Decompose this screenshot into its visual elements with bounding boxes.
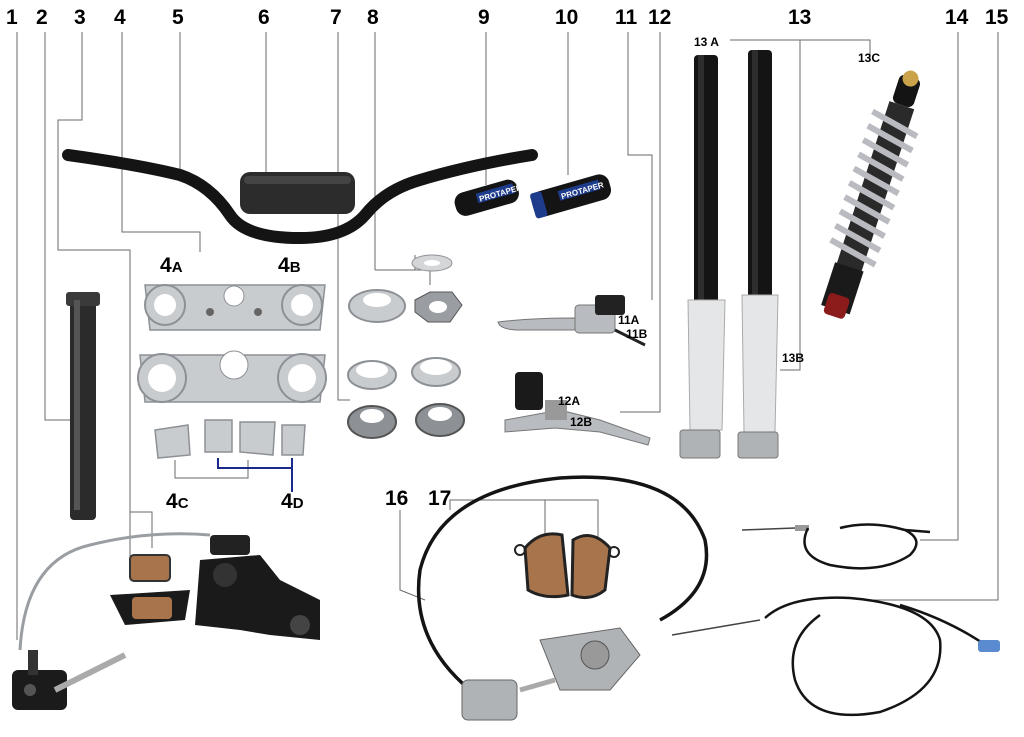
part-8-steering-nuts <box>348 254 463 323</box>
callout-10: 10 <box>555 6 578 29</box>
leader-lines-blue <box>217 458 293 492</box>
callout-14: 14 <box>945 6 969 29</box>
part-3-rear-caliper <box>195 535 320 640</box>
part-4b-bottom-triple-clamp <box>137 350 327 403</box>
part-17-front-brake-pads <box>514 532 620 600</box>
part-4a-top-triple-clamp <box>144 284 326 331</box>
callout-8: 8 <box>367 6 379 29</box>
part-13c-rear-shock <box>821 70 921 319</box>
callout-16: 16 <box>385 487 408 510</box>
part-4c-4d-clamp-caps <box>154 419 306 459</box>
callout-6: 6 <box>258 6 270 29</box>
callout-1: 1 <box>6 6 18 29</box>
label-4b: 4B <box>278 254 301 277</box>
part-1-rear-master-cylinder <box>12 532 211 710</box>
label-13b: 13B <box>782 351 804 365</box>
part-3-brake-pads <box>110 554 190 625</box>
label-11b: 11B <box>626 327 648 341</box>
part-13b-fork-legs <box>679 294 779 459</box>
label-4a: 4A <box>160 254 183 277</box>
callout-9: 9 <box>478 6 490 29</box>
part-6-handlebar-pad <box>240 172 355 214</box>
callout-3: 3 <box>74 6 86 29</box>
label-4c: 4C <box>166 490 189 513</box>
part-16-front-brake-assembly <box>416 475 709 721</box>
part-9-left-grip: PROTAPER <box>454 179 523 216</box>
label-11a: 11A <box>618 313 640 327</box>
callout-5: 5 <box>172 6 184 29</box>
callout-13: 13 <box>788 6 811 29</box>
part-13a-fork-tubes <box>694 50 772 305</box>
label-12b: 12B <box>570 415 592 429</box>
sub-labels: 4A 4B 4C 4D 11A 11B 12A 12B 13 A 13B 13C <box>160 35 880 513</box>
callout-17: 17 <box>428 487 451 510</box>
label-13c: 13C <box>858 51 880 65</box>
callout-15: 15 <box>985 6 1009 29</box>
callout-numbers: 1 2 3 4 5 6 7 8 9 10 11 12 13 14 15 16 1… <box>6 6 1009 510</box>
leader-lines <box>16 32 999 640</box>
label-13a: 13 A <box>694 35 719 49</box>
callout-12: 12 <box>648 6 671 29</box>
callout-4: 4 <box>114 6 126 29</box>
part-11-clutch-lever <box>497 295 646 347</box>
label-12a: 12A <box>558 394 580 408</box>
part-14-clutch-cable <box>741 523 931 570</box>
part-2-steering-stem-tube <box>66 292 100 520</box>
callout-7: 7 <box>330 6 342 29</box>
callout-11: 11 <box>615 6 638 29</box>
part-5-handlebar <box>62 149 538 245</box>
part-15-throttle-cable <box>671 596 1000 717</box>
label-4d: 4D <box>281 490 304 513</box>
part-12-brake-lever <box>504 372 651 446</box>
callout-2: 2 <box>36 6 48 29</box>
part-7-steering-bearings <box>347 357 465 439</box>
part-10-right-grip: PROTAPER <box>530 174 612 219</box>
